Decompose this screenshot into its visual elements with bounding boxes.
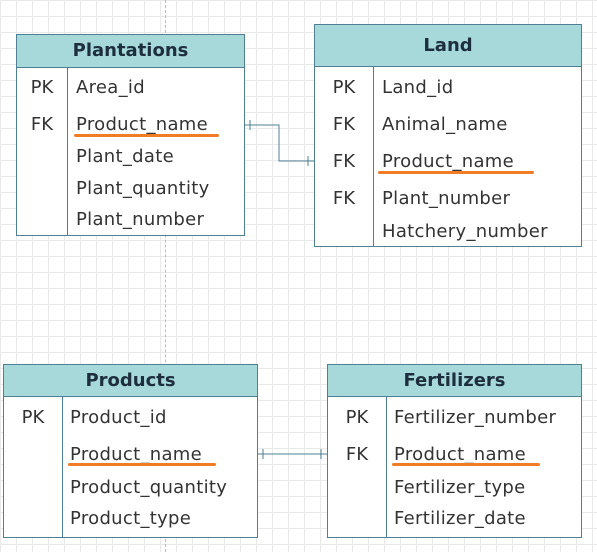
key-label: FK [332,151,356,172]
entity-products[interactable]: Products PK Product_id Product_name Prod… [3,364,258,538]
field-label: Product_quantity [70,477,228,498]
field-label: Plant_number [76,209,205,230]
key-label: FK [30,114,54,135]
entity-fertilizers[interactable]: Fertilizers PK Fertilizer_number FK Prod… [327,364,582,538]
highlight-underline-products-product-name [68,463,216,466]
key-column-divider [67,68,68,235]
field-label: Area_id [76,77,145,98]
key-label: PK [30,77,54,98]
field-label: Product_type [70,508,192,529]
field-label: Product_id [70,407,167,428]
field-label: Plant_number [382,188,511,209]
entity-land[interactable]: Land PK Land_id FK Animal_name FK Produc… [314,24,582,247]
key-label: PK [21,407,45,428]
dashed-guide-line [165,0,166,552]
key-column-divider [386,397,387,537]
field-label: Fertilizer_number [394,407,557,428]
field-label: Product_name [76,114,208,135]
entity-title: Fertilizers [328,365,581,397]
key-label: FK [332,114,356,135]
field-label: Product_name [394,444,526,465]
entity-title: Land [315,25,581,67]
key-label: FK [345,444,369,465]
key-label: FK [332,188,356,209]
connector-plantations-land [245,124,314,162]
field-label: Land_id [382,77,454,98]
highlight-underline-plantations-product-name [74,134,219,137]
highlight-underline-land-product-name [378,171,534,174]
key-column-divider [62,397,63,537]
field-label: Product_name [382,151,514,172]
field-label: Product_name [70,444,202,465]
key-label: PK [345,407,369,428]
entity-title: Plantations [17,35,244,68]
field-label: Plant_quantity [76,178,210,199]
field-label: Fertilizer_type [394,477,526,498]
field-label: Fertilizer_date [394,508,526,529]
entity-title: Products [4,365,257,397]
key-column-divider [373,67,374,246]
field-label: Plant_date [76,146,174,167]
key-label: PK [332,77,356,98]
field-label: Animal_name [382,114,508,135]
highlight-underline-fertilizers-product-name [392,463,540,466]
field-label: Hatchery_number [382,221,548,242]
